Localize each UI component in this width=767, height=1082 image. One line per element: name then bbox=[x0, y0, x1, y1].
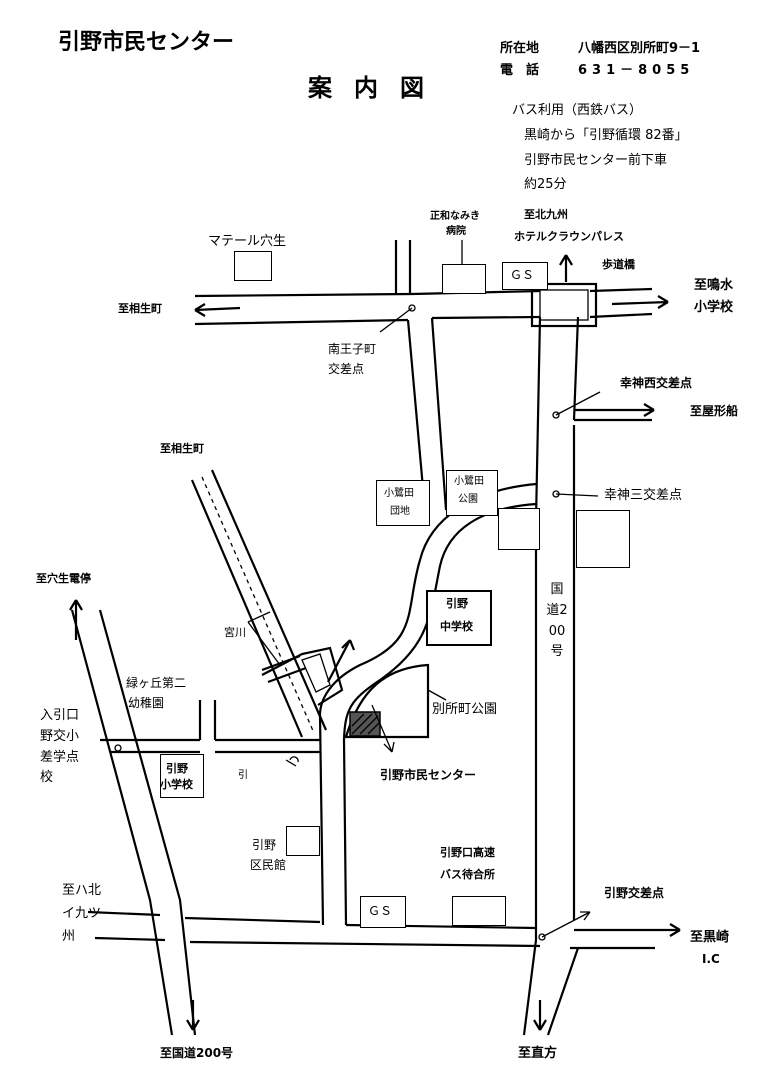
bus-info-line2: 黒崎から「引野循環 82番」 bbox=[524, 128, 688, 143]
to-route200-label: 至国道200号 bbox=[160, 1046, 234, 1060]
hikino-ward-label-2: 区民館 bbox=[250, 858, 287, 872]
minamioji-label-2: 交差点 bbox=[328, 362, 365, 376]
kosagita-danchi-box bbox=[376, 480, 430, 526]
bridge-deck bbox=[261, 654, 307, 684]
center-hatch bbox=[351, 713, 381, 735]
bus-info-line1: バス利用（西鉄バス） bbox=[512, 103, 643, 118]
center-label: 引野市民センター bbox=[380, 768, 477, 782]
road-minamioji-east bbox=[430, 317, 448, 511]
address-label: 所在地 bbox=[500, 41, 540, 56]
midorigaoka-label-2: 幼稚園 bbox=[128, 696, 165, 710]
miyagawa-label: 宮川 bbox=[224, 626, 246, 639]
gs-top-label: ＧＳ bbox=[510, 268, 535, 282]
road-mid-stub bbox=[198, 700, 217, 740]
left-road-east-edge bbox=[98, 609, 197, 1036]
hikino-jhs-label-2: 中学校 bbox=[440, 620, 473, 633]
hikino-jhs-label-1: 引野 bbox=[446, 597, 468, 610]
to-narumizu-label-2: 小学校 bbox=[694, 300, 734, 315]
river-dash bbox=[201, 476, 315, 734]
bessho-park-label: 別所町公園 bbox=[432, 702, 498, 717]
left-road-west-edge bbox=[70, 609, 174, 1036]
small-mark-label: 引 bbox=[238, 770, 248, 781]
bridge-inner bbox=[301, 653, 331, 693]
hospital-label-1: 正和なみき bbox=[430, 211, 480, 222]
hikino-jhs-box bbox=[426, 590, 492, 646]
to-yakata-label: 至屋形船 bbox=[690, 404, 739, 418]
page-subtitle: 案内図 bbox=[308, 74, 446, 102]
to-hachiman-label: 至ハ北イ九ツ州 bbox=[62, 883, 102, 944]
kosagita-park-label-1: 小鷺田 bbox=[454, 476, 484, 487]
hikino-es-box bbox=[160, 754, 204, 798]
gs-top-building bbox=[502, 262, 548, 290]
page-title: 引野市民センター bbox=[58, 30, 235, 55]
hospital-building bbox=[442, 264, 486, 294]
bus-info-line4: 約25分 bbox=[524, 177, 567, 192]
minamioji-label-1: 南王子町 bbox=[328, 342, 377, 356]
road-top-north-edge bbox=[194, 287, 653, 298]
road-top-south-edge bbox=[194, 312, 653, 326]
bus-info-line3: 引野市民センター前下車 bbox=[524, 153, 668, 168]
highway-bus-label-1: 引野口高速 bbox=[440, 846, 495, 859]
route200-west-edge bbox=[522, 316, 542, 1036]
road-center-west bbox=[318, 714, 325, 926]
river-west-edge bbox=[190, 479, 304, 738]
route200-east-edge bbox=[546, 316, 580, 1036]
hikino-ward-label-1: 引野 bbox=[252, 838, 277, 852]
road-stub-north bbox=[394, 240, 412, 294]
hikino-es-label-2: 小学校 bbox=[160, 778, 193, 791]
hikino-ward-box bbox=[286, 826, 320, 856]
motel-label: マテール穴生 bbox=[208, 234, 287, 249]
to-anoo-station-label: 至穴生電停 bbox=[36, 572, 91, 585]
phone-label: 電 話 bbox=[500, 63, 540, 78]
highway-bus-box bbox=[452, 896, 506, 926]
kosagita-danchi-label-2: 団地 bbox=[390, 506, 410, 517]
gs-bottom-label: ＧＳ bbox=[368, 904, 393, 918]
to-kurosaki-label-2: I.C bbox=[702, 952, 720, 966]
phone-value: 631－8055 bbox=[578, 63, 695, 78]
kosagita-park-label-2: 公園 bbox=[458, 494, 478, 505]
road-bottom-south-edge bbox=[94, 936, 655, 950]
highway-bus-label-2: バス待合所 bbox=[440, 868, 495, 881]
motel-building bbox=[234, 251, 272, 281]
road-bottom-north-edge bbox=[87, 910, 655, 932]
kojin-west-label: 幸神西交差点 bbox=[620, 376, 693, 390]
leader-lines bbox=[114, 240, 601, 941]
kosagita-park-box bbox=[446, 470, 498, 516]
kojin-large-building bbox=[576, 510, 630, 568]
footbridge-label: 歩道橋 bbox=[602, 258, 635, 271]
to-aioicho-top-label: 至相生町 bbox=[118, 302, 162, 315]
footbridge-inner bbox=[539, 289, 589, 321]
route200-label: 国道200号 bbox=[546, 582, 568, 660]
road-center-east bbox=[342, 739, 348, 926]
to-narumizu-label-1: 至鳴水 bbox=[694, 278, 734, 293]
hikino-intersection-label: 引野交差点 bbox=[604, 886, 665, 900]
to-nogata-label: 至直方 bbox=[518, 1046, 558, 1061]
building-near-route200 bbox=[498, 508, 540, 550]
footbridge-outer bbox=[530, 282, 598, 328]
address-value: 八幡西区別所町9－1 bbox=[578, 41, 701, 56]
hikino-es-intersection-label: 入引口野交小差学点校 bbox=[40, 708, 80, 786]
arrows bbox=[69, 254, 681, 1031]
hotel-label: ホテルクラウンパレス bbox=[514, 230, 624, 243]
to-aioicho-mid-label: 至相生町 bbox=[160, 442, 204, 455]
gs-bottom-box bbox=[360, 896, 406, 928]
hikino-es-label-1: 引野 bbox=[166, 762, 188, 775]
kosagita-danchi-label-1: 小鷺田 bbox=[384, 488, 414, 499]
to-kitakyushu-label: 至北九州 bbox=[524, 208, 568, 221]
river-east-edge bbox=[210, 469, 328, 731]
to-kurosaki-label-1: 至黒崎 bbox=[690, 930, 730, 945]
midorigaoka-label-1: 緑ヶ丘第二 bbox=[126, 676, 187, 690]
kojin-3-label: 幸神三交差点 bbox=[604, 488, 683, 503]
hospital-label-2: 病院 bbox=[446, 226, 466, 237]
